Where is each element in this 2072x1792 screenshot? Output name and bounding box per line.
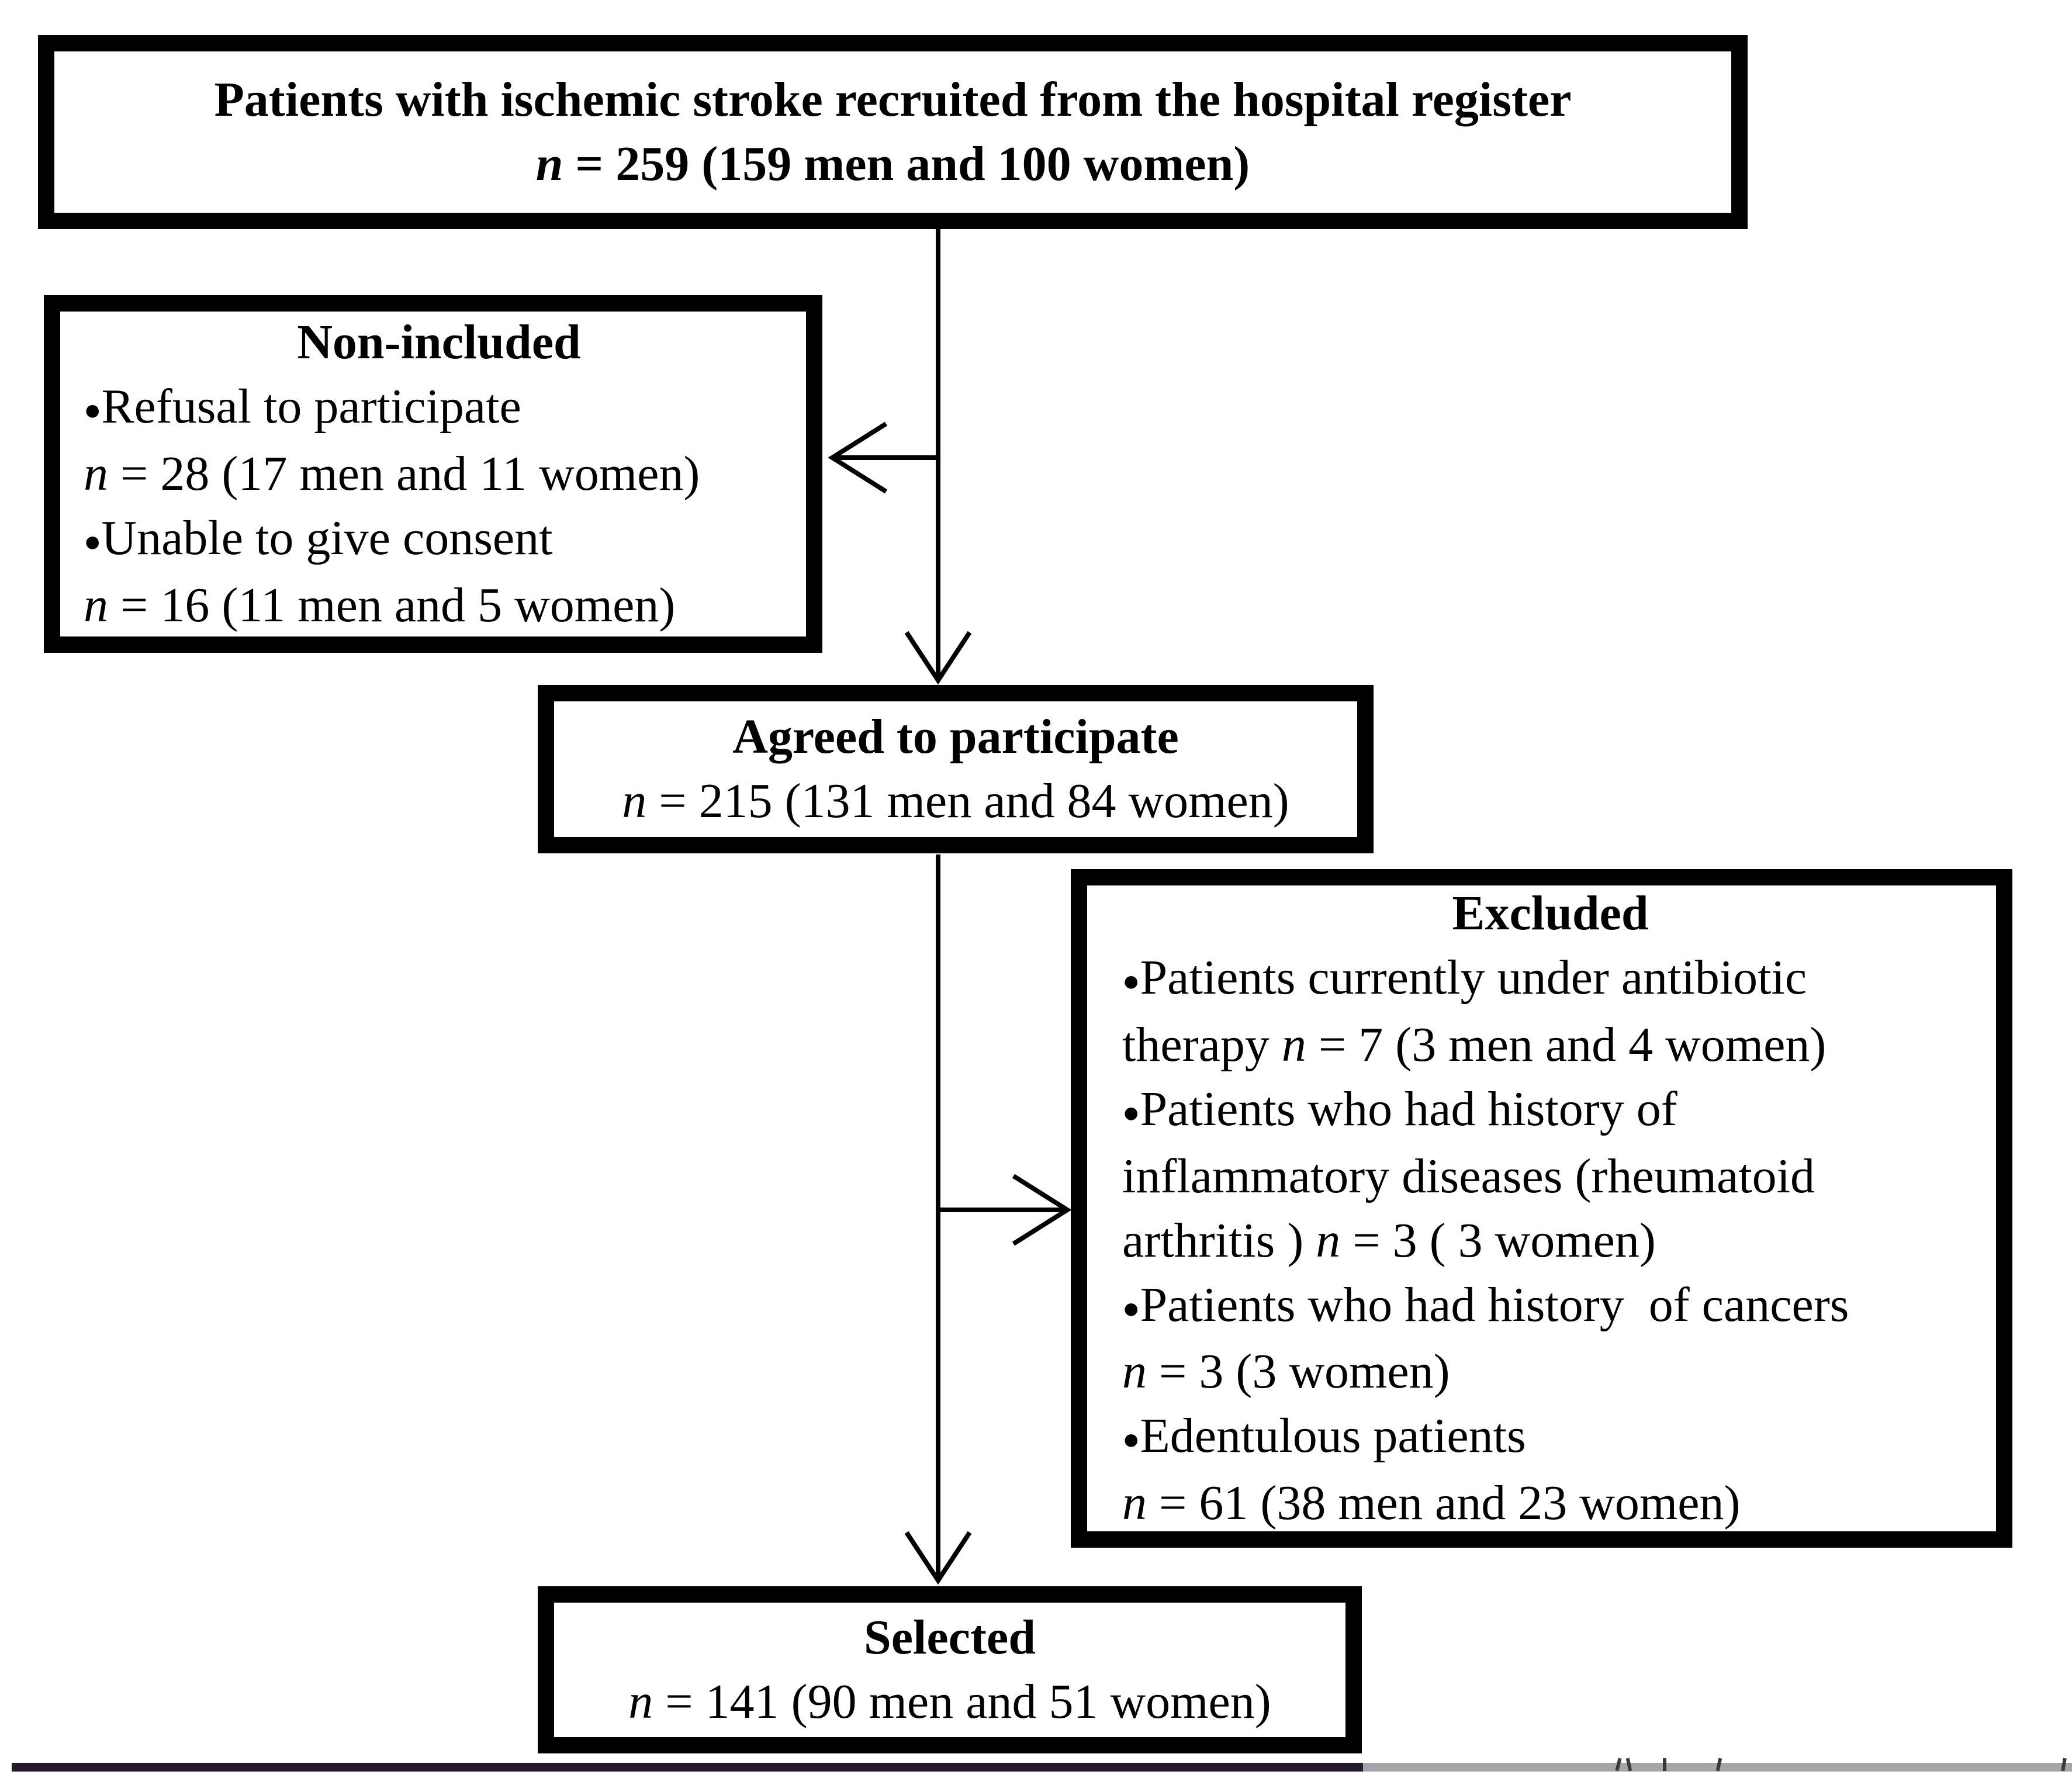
text-line: n = 215 (131 men and 84 women) <box>622 774 1289 828</box>
text-line: n = 259 (159 men and 100 women) <box>535 137 1250 191</box>
text-line: therapy n = 7 (3 men and 4 women) <box>1122 1017 1827 1072</box>
box-excluded: Excluded ●Patients currently under antibi… <box>1071 869 2012 1548</box>
text-line: n = 3 (3 women) <box>1122 1344 1450 1399</box>
arrowhead-right-excluded <box>1012 1174 1072 1246</box>
arrowhead-left-non-included <box>828 421 888 494</box>
box-selected: Selected n = 141 (90 men and 51 women) <box>538 1586 1362 1753</box>
text-line: inflammatory diseases (rheumatoid <box>1122 1148 1815 1203</box>
arrowhead-down-agreed <box>904 631 972 685</box>
text-line: Patients with ischemic stroke recruited … <box>214 72 1572 127</box>
text-line: arthritis ) n = 3 ( 3 women) <box>1122 1213 1656 1268</box>
text-line: ●Refusal to participate <box>84 379 521 434</box>
text-line: n = 141 (90 men and 51 women) <box>628 1675 1271 1729</box>
text-line: n = 61 (38 men and 23 women) <box>1122 1476 1741 1531</box>
text-line: ●Patients who had history of <box>1122 1081 1677 1136</box>
arrowhead-down-selected <box>904 1531 972 1585</box>
page-edge-mark <box>1663 1758 1666 1771</box>
text-line: Agreed to participate <box>732 710 1179 764</box>
text-line: ●Unable to give consent <box>84 511 553 565</box>
text-line: Selected <box>864 1610 1036 1665</box>
text-line: n = 28 (17 men and 11 women) <box>84 447 700 501</box>
box-recruited: Patients with ischemic stroke recruited … <box>38 35 1748 229</box>
text-line: Non-included <box>297 315 581 370</box>
text-line: ●Patients who had history of cancers <box>1122 1277 1849 1332</box>
text-line: Excluded <box>1452 885 1649 940</box>
box-agreed-to-participate: Agreed to participate n = 215 (131 men an… <box>538 685 1374 853</box>
box-non-included: Non-included ●Refusal to participate n = 2… <box>44 295 822 653</box>
page-edge-bar-purple <box>12 1763 1363 1772</box>
text-line: ●Patients currently under antibiotic <box>1122 950 1807 1005</box>
text-line: n = 16 (11 men and 5 women) <box>84 577 676 632</box>
text-line: ●Edentulous patients <box>1122 1409 1526 1464</box>
